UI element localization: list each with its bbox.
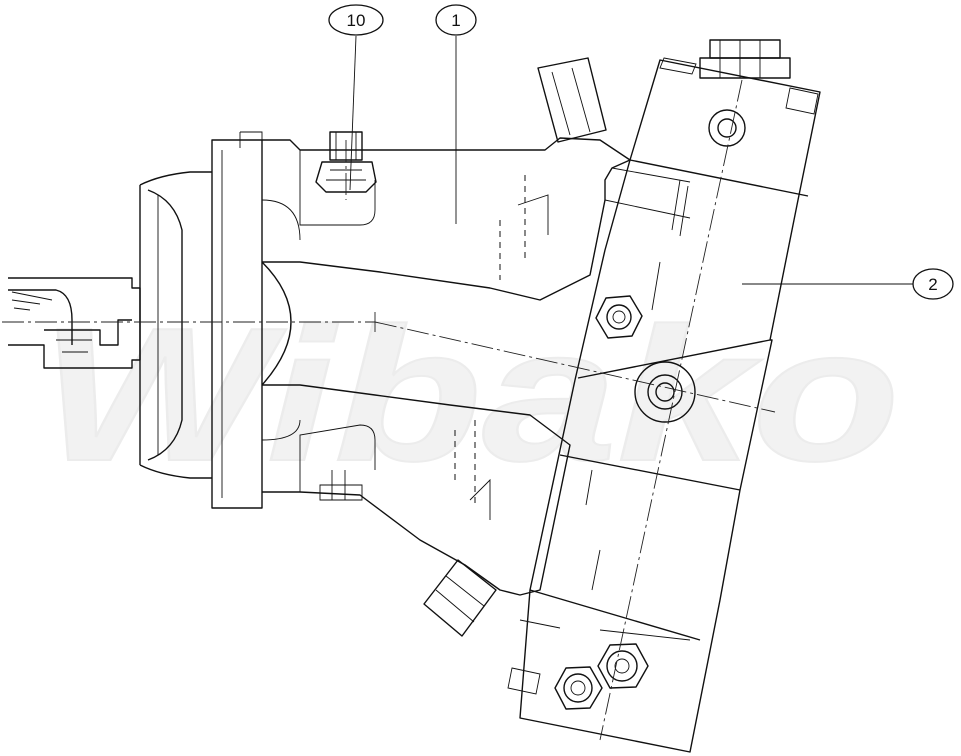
center-lines [2, 79, 776, 741]
callout-2-label: 2 [928, 275, 937, 294]
bolt-center [634, 361, 696, 423]
bolt-upper [708, 109, 746, 147]
callout-10-label: 10 [347, 11, 366, 30]
bolt-lower-right [597, 643, 649, 689]
port-plate [507, 39, 821, 753]
output-shaft [8, 277, 141, 369]
bolt-left [595, 295, 643, 339]
upper-plug [537, 57, 607, 143]
callout-1-label: 1 [451, 11, 460, 30]
motor-housing [239, 131, 631, 596]
bolt-lower-left [554, 666, 603, 710]
callout-10: 10 [328, 4, 384, 191]
callout-1: 1 [435, 4, 477, 224]
front-flange [139, 139, 263, 509]
lower-plug [423, 559, 497, 637]
watermark: Wibako [40, 289, 900, 501]
callout-2: 2 [742, 268, 954, 300]
